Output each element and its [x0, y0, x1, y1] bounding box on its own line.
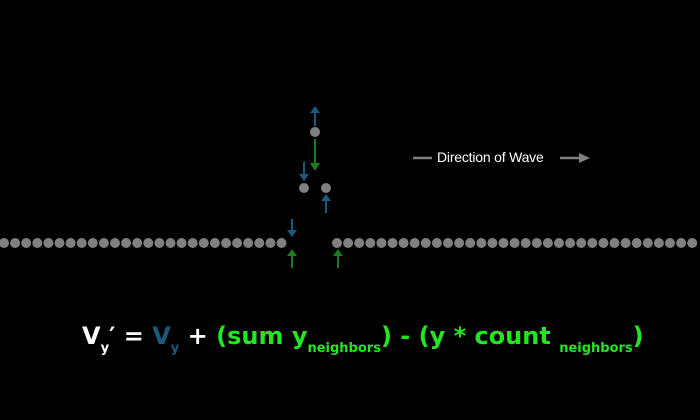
- particle: [576, 238, 587, 248]
- arrow-up-blue-right: [321, 194, 331, 213]
- particle: [676, 238, 687, 248]
- particle: [409, 238, 420, 248]
- particle: [10, 238, 21, 248]
- formula-lhs: V: [82, 322, 101, 350]
- particle: [354, 238, 365, 248]
- formula-close: ): [632, 322, 644, 350]
- particle: [376, 238, 387, 248]
- particle: [520, 238, 531, 248]
- direction-label: Direction of Wave: [437, 149, 544, 165]
- particle: [187, 238, 198, 248]
- arrow-up-green-row-right: [333, 249, 343, 268]
- direction-arrow: [560, 153, 590, 163]
- formula-v-sub: y: [170, 341, 180, 356]
- particle: [87, 238, 98, 248]
- peak-particle: [310, 127, 320, 137]
- particle: [209, 238, 220, 248]
- particle: [531, 238, 542, 248]
- particle: [420, 238, 431, 248]
- formula-minus: - (y * count: [391, 322, 560, 350]
- particle: [76, 238, 87, 248]
- particle: [665, 238, 675, 248]
- particle: [232, 238, 243, 248]
- particle: [176, 238, 187, 248]
- particle: [642, 238, 653, 248]
- particle: [398, 238, 409, 248]
- particle: [476, 238, 487, 248]
- arrow-down-blue-row: [287, 219, 297, 237]
- particle: [332, 238, 342, 248]
- particle: [598, 238, 609, 248]
- formula-count-sub: neighbors: [559, 341, 633, 356]
- particle: [43, 238, 54, 248]
- particle: [98, 238, 109, 248]
- displaced-particle-left: [299, 183, 309, 193]
- formula-sum-close: ): [380, 322, 392, 350]
- arrow-up-green-row-left: [287, 249, 297, 268]
- particle: [620, 238, 631, 248]
- particle: [32, 238, 43, 248]
- formula-sum-sub: neighbors: [307, 341, 381, 356]
- formula-sum-open: (sum y: [216, 322, 308, 350]
- particle: [687, 238, 698, 248]
- particle: [0, 238, 9, 248]
- particle: [254, 238, 265, 248]
- particle: [265, 238, 276, 248]
- particle: [221, 238, 231, 248]
- particle: [509, 238, 520, 248]
- arrow-down-blue-left: [299, 162, 309, 181]
- particle: [365, 238, 376, 248]
- displaced-particle-right: [321, 183, 331, 193]
- formula-equals: =: [115, 322, 153, 350]
- particle: [65, 238, 76, 248]
- particle: [54, 238, 65, 248]
- particle: [465, 238, 476, 248]
- formula-v: V: [152, 322, 171, 350]
- particle: [631, 238, 642, 248]
- particle: [110, 238, 120, 248]
- arrow-down-green-peak: [310, 139, 320, 171]
- formula-lhs-sub: y: [100, 341, 110, 356]
- particle: [198, 238, 209, 248]
- particle: [609, 238, 620, 248]
- particle: [21, 238, 32, 248]
- particle: [132, 238, 143, 248]
- velocity-formula: Vy′ = Vy + (sum yneighbors) - (y * count…: [82, 316, 644, 369]
- formula-prime: ′: [109, 322, 116, 350]
- particle: [498, 238, 509, 248]
- particle-row: [0, 238, 698, 248]
- particle: [487, 238, 498, 248]
- particle: [243, 238, 254, 248]
- particle: [587, 238, 598, 248]
- particle: [443, 238, 453, 248]
- particle: [343, 238, 354, 248]
- particle: [154, 238, 165, 248]
- particle: [454, 238, 465, 248]
- particle: [542, 238, 553, 248]
- particle: [387, 238, 398, 248]
- formula-plus: +: [179, 322, 217, 350]
- particle: [653, 238, 664, 248]
- particle: [165, 238, 176, 248]
- particle: [554, 238, 564, 248]
- particle: [565, 238, 576, 248]
- arrow-up-blue-peak: [310, 106, 320, 126]
- particle: [431, 238, 442, 248]
- particle: [121, 238, 132, 248]
- particle: [276, 238, 287, 248]
- particle: [143, 238, 154, 248]
